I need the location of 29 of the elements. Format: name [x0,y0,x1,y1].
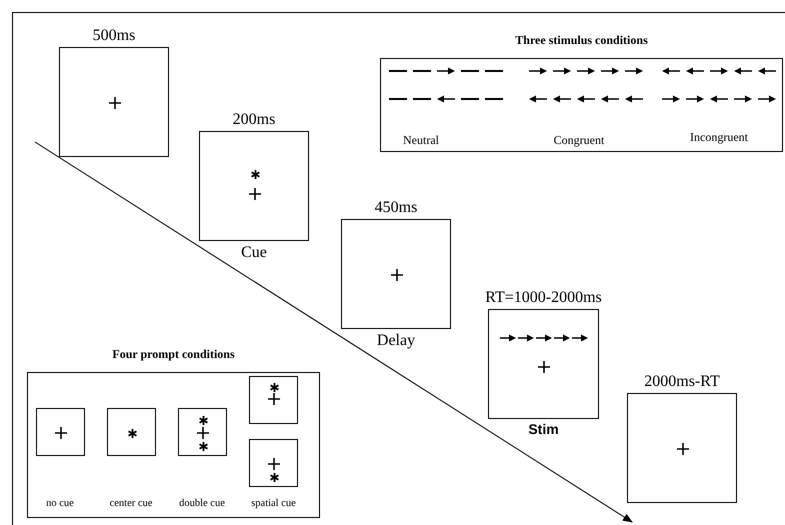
condition-label: Congruent [554,134,604,148]
condition-caption: no cue [46,498,74,510]
cue-screen-box [249,439,298,487]
cue-screen-box [178,408,227,456]
duration-label: 500ms [92,27,136,45]
condition-caption: center cue [110,498,152,510]
condition-label: Neutral [403,134,439,148]
screen-box [488,309,599,419]
panel-title: Four prompt conditions [112,348,235,362]
duration-label: 450ms [374,199,418,217]
cue-screen-box [107,408,156,456]
phase-label: Cue [241,244,267,262]
duration-label: 200ms [232,111,276,129]
panel-title: Three stimulus conditions [515,34,648,48]
condition-caption: spatial cue [251,498,296,510]
condition-label: Incongruent [690,131,748,144]
screen-box [199,131,309,241]
screen-box [341,219,451,329]
duration-label: RT=1000-2000ms [485,289,602,307]
screen-box [59,47,169,157]
cue-screen-box [249,376,298,424]
phase-label: Stim [528,422,559,438]
condition-panel [380,58,783,152]
cue-screen-box [36,408,85,456]
screen-box [627,393,737,503]
condition-caption: double cue [179,498,225,510]
duration-label: 2000ms-RT [644,373,720,391]
phase-label: Delay [376,332,416,350]
condition-panel [27,372,320,518]
